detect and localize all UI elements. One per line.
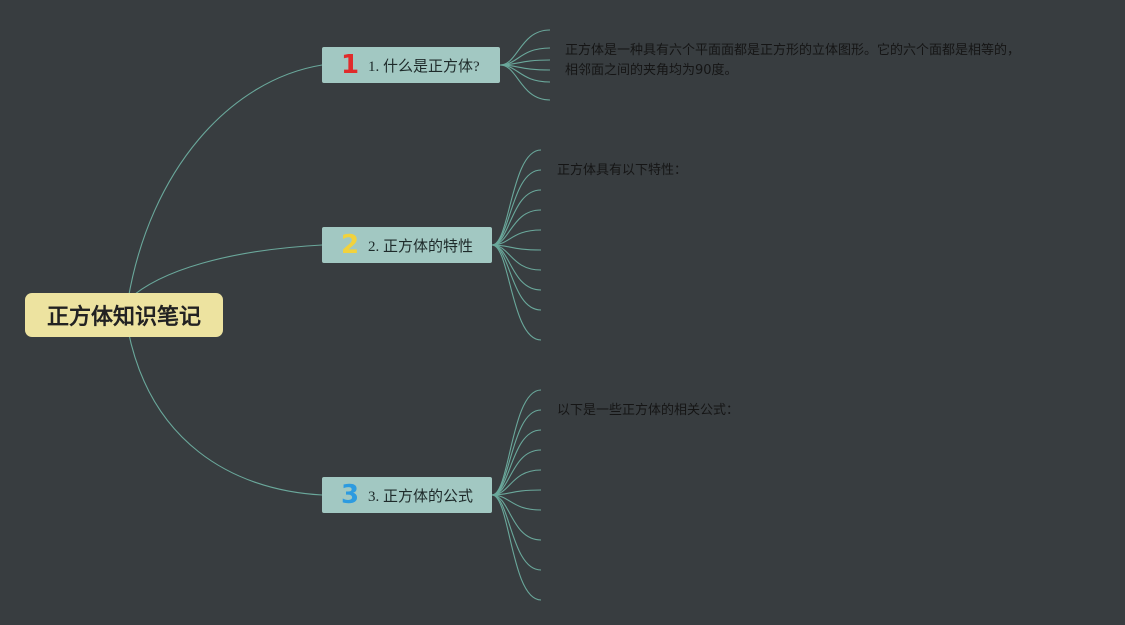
note-formulas[interactable]: 以下是一些正方体的相关公式： [557,401,739,421]
branch-label: 1. 什么是正方体? [368,58,480,75]
connector-line [491,469,542,496]
note-line: 正方体是一种具有六个平面面都是正方形的立体图形。它的六个面都是相等的， [565,43,1021,58]
connector-line [491,494,542,541]
connector-line [491,244,542,311]
connector-line [491,389,542,496]
number-2-icon: 2 [340,230,360,260]
connector-line [499,64,551,101]
connector-line [491,494,542,571]
connector-line [491,169,542,246]
connector-line [491,229,542,246]
connector-line [127,64,323,301]
number-3-icon: 3 [340,480,360,510]
connector-line [491,494,542,601]
note-line: 相邻面之间的夹角均为90度。 [565,63,738,78]
branch-label: 2. 正方体的特性 [368,238,474,255]
number-1-icon: 1 [340,50,360,80]
connector-line [491,409,542,496]
connector-line [127,329,323,496]
branch-label: 3. 正方体的公式 [368,488,474,505]
connector-line [127,244,323,301]
connector-line [491,429,542,496]
root-topic[interactable]: 正方体知识笔记 [25,293,223,337]
note-definition[interactable]: 正方体是一种具有六个平面面都是正方形的立体图形。它的六个面都是相等的， 相邻面之… [565,41,1065,81]
note-line: 正方体具有以下特性： [557,163,688,178]
branch-what-is-cube[interactable]: 1 1. 什么是正方体? [322,47,500,83]
connector-line [491,149,542,246]
branch-cube-properties[interactable]: 2 2. 正方体的特性 [322,227,492,263]
connector-line [491,189,542,246]
note-properties[interactable]: 正方体具有以下特性： [557,161,687,181]
branch-cube-formulas[interactable]: 3 3. 正方体的公式 [322,477,492,513]
connector-line [491,244,542,341]
note-line: 以下是一些正方体的相关公式： [557,403,740,418]
